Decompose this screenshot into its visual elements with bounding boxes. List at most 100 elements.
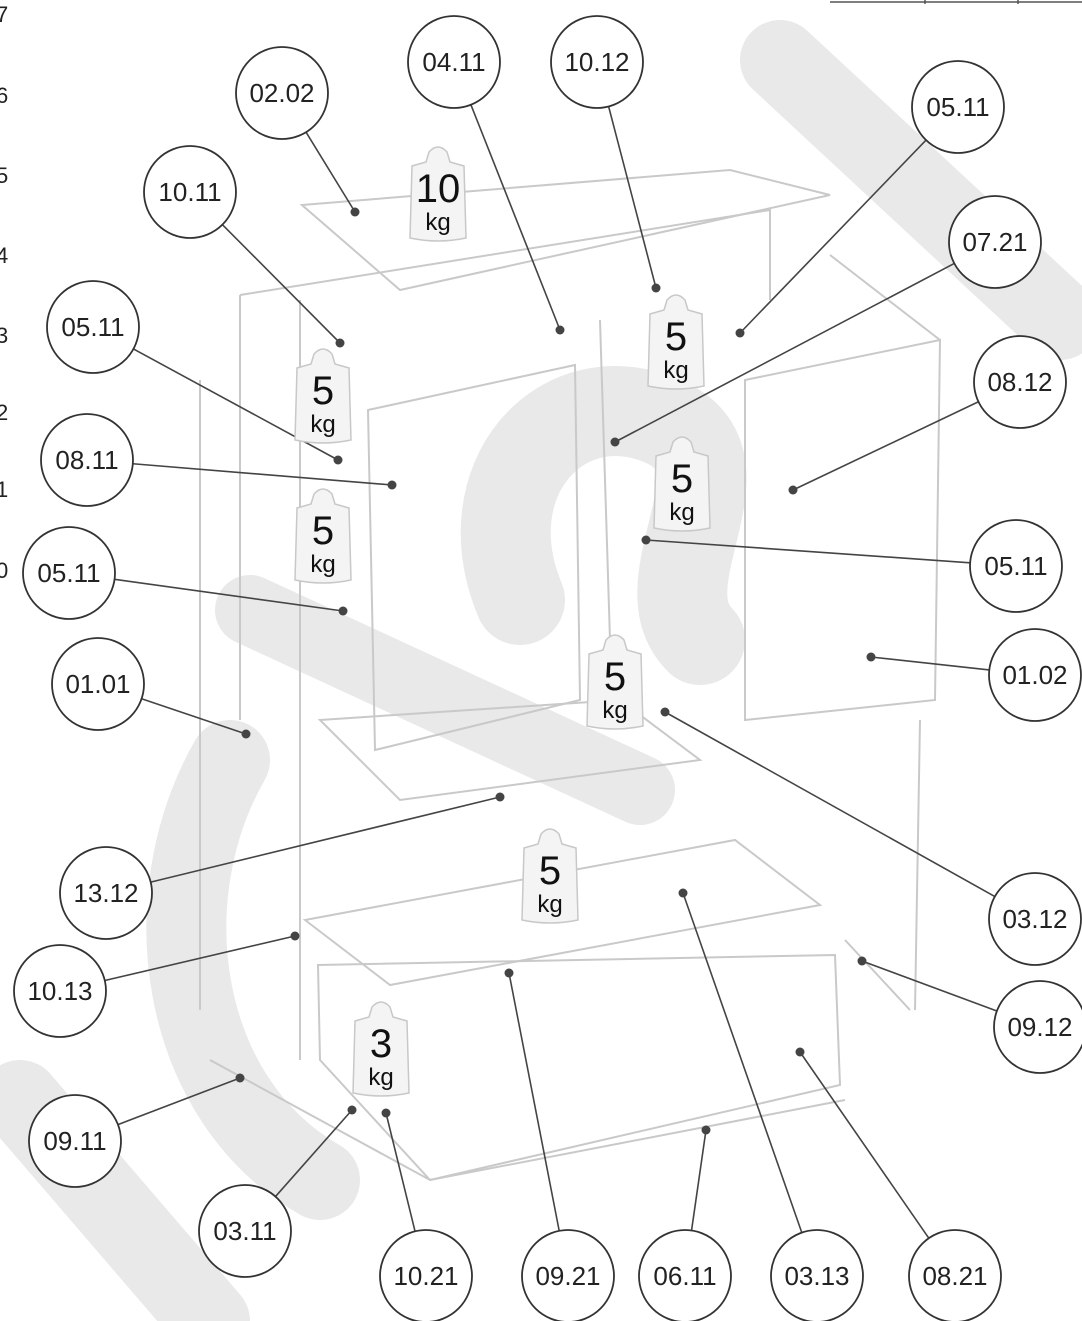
- weight-unit: kg: [537, 891, 562, 918]
- edge-number: 3: [0, 323, 8, 348]
- weight-number: 5: [312, 509, 334, 553]
- part-callout: 01.01: [51, 637, 145, 731]
- leader-line: [614, 262, 955, 443]
- weight-icon: 5kg: [521, 828, 579, 924]
- part-callout: 06.11: [638, 1229, 732, 1321]
- callout-label: 10.12: [564, 47, 629, 77]
- leader-line: [690, 1129, 707, 1231]
- leader-dot: [347, 1105, 357, 1115]
- part-callout: 05.11: [46, 280, 140, 374]
- callout-circle: [59, 846, 153, 940]
- callout-circle: [988, 628, 1082, 722]
- weight-unit: kg: [663, 357, 688, 384]
- edge-number: 2: [0, 400, 8, 425]
- callout-circle: [40, 413, 134, 507]
- callout-label: 10.21: [393, 1261, 458, 1291]
- leader-dot: [338, 606, 348, 616]
- part-callout: 05.11: [969, 519, 1063, 613]
- callout-circle: [379, 1229, 473, 1321]
- callout-circle: [46, 280, 140, 374]
- callout-label: 05.11: [61, 312, 124, 342]
- leader-dot: [678, 888, 688, 898]
- leader-line: [117, 1077, 241, 1126]
- leader-line: [385, 1112, 416, 1232]
- weight-body: [647, 294, 705, 390]
- leader-dot: [866, 652, 876, 662]
- leader-dot: [735, 328, 745, 338]
- callout-label: 13.12: [73, 878, 138, 908]
- callout-circle: [770, 1229, 864, 1321]
- weight-icon: 5kg: [294, 488, 352, 584]
- callout-circle: [143, 145, 237, 239]
- leader-dot: [350, 207, 360, 217]
- callout-circle: [988, 872, 1082, 966]
- weight-body: [586, 634, 644, 730]
- leader-line: [150, 796, 501, 883]
- weight-unit: kg: [425, 209, 450, 236]
- weight-number: 3: [370, 1022, 392, 1066]
- leader-line: [664, 711, 996, 898]
- callout-circle: [948, 195, 1042, 289]
- part-callout: 03.13: [770, 1229, 864, 1321]
- leader-line: [792, 401, 979, 491]
- leader-dot: [387, 480, 397, 490]
- weight-unit: kg: [602, 697, 627, 724]
- part-callout: 10.21: [379, 1229, 473, 1321]
- edge-number: 5: [0, 163, 8, 188]
- cabinet-shelf: [317, 698, 703, 802]
- weight-body: [521, 828, 579, 924]
- cabinet-drawer-front: [316, 953, 842, 1182]
- leader-dot: [795, 1047, 805, 1057]
- leader-line: [739, 139, 927, 334]
- callout-label: 03.13: [784, 1261, 849, 1291]
- callout-circle: [51, 637, 145, 731]
- weight-icon: 3kg: [352, 1001, 410, 1097]
- part-callout: 04.11: [407, 15, 501, 109]
- callout-label: 05.11: [926, 92, 989, 122]
- callout-label: 02.02: [249, 78, 314, 108]
- weight-icon: 5kg: [653, 436, 711, 532]
- callout-label: 08.12: [987, 367, 1052, 397]
- callout-label: 03.12: [1002, 904, 1067, 934]
- leader-line: [508, 972, 560, 1232]
- callout-circle: [973, 335, 1067, 429]
- leader-dot: [235, 1073, 245, 1083]
- weight-body: [294, 348, 352, 444]
- leader-line: [870, 656, 990, 671]
- leader-line: [141, 697, 247, 735]
- cabinet-drawing: [199, 168, 942, 1182]
- leader-line: [132, 462, 393, 486]
- watermark-stroke-3: [460, 366, 747, 685]
- cabinet-left-side: [199, 295, 241, 1010]
- leader-dot: [788, 485, 798, 495]
- weight-number: 5: [604, 655, 626, 699]
- part-callout: 03.12: [988, 872, 1082, 966]
- leader-line: [682, 892, 803, 1233]
- weight-number: 5: [671, 457, 693, 501]
- part-callout: 05.11: [22, 526, 116, 620]
- callout-label: 01.01: [65, 669, 130, 699]
- weight-unit: kg: [368, 1064, 393, 1091]
- leader-lines: [104, 104, 998, 1239]
- weight-number: 5: [312, 369, 334, 413]
- leader-line: [645, 539, 971, 564]
- callout-label: 05.11: [37, 558, 100, 588]
- weight-body: [409, 146, 467, 242]
- corner-table-fragment: [830, 0, 1082, 4]
- edge-number: 1: [0, 477, 8, 502]
- edge-number: 6: [0, 83, 8, 108]
- part-callout: 01.02: [988, 628, 1082, 722]
- weight-unit: kg: [669, 499, 694, 526]
- weight-body: [352, 1001, 410, 1097]
- part-callout: 07.21: [948, 195, 1042, 289]
- callout-label: 01.02: [1002, 660, 1067, 690]
- cabinet-right-side: [829, 254, 941, 1011]
- callout-label: 08.21: [922, 1261, 987, 1291]
- callout-label: 09.11: [43, 1126, 106, 1156]
- weight-number: 5: [539, 849, 561, 893]
- cabinet-left-door: [366, 363, 582, 752]
